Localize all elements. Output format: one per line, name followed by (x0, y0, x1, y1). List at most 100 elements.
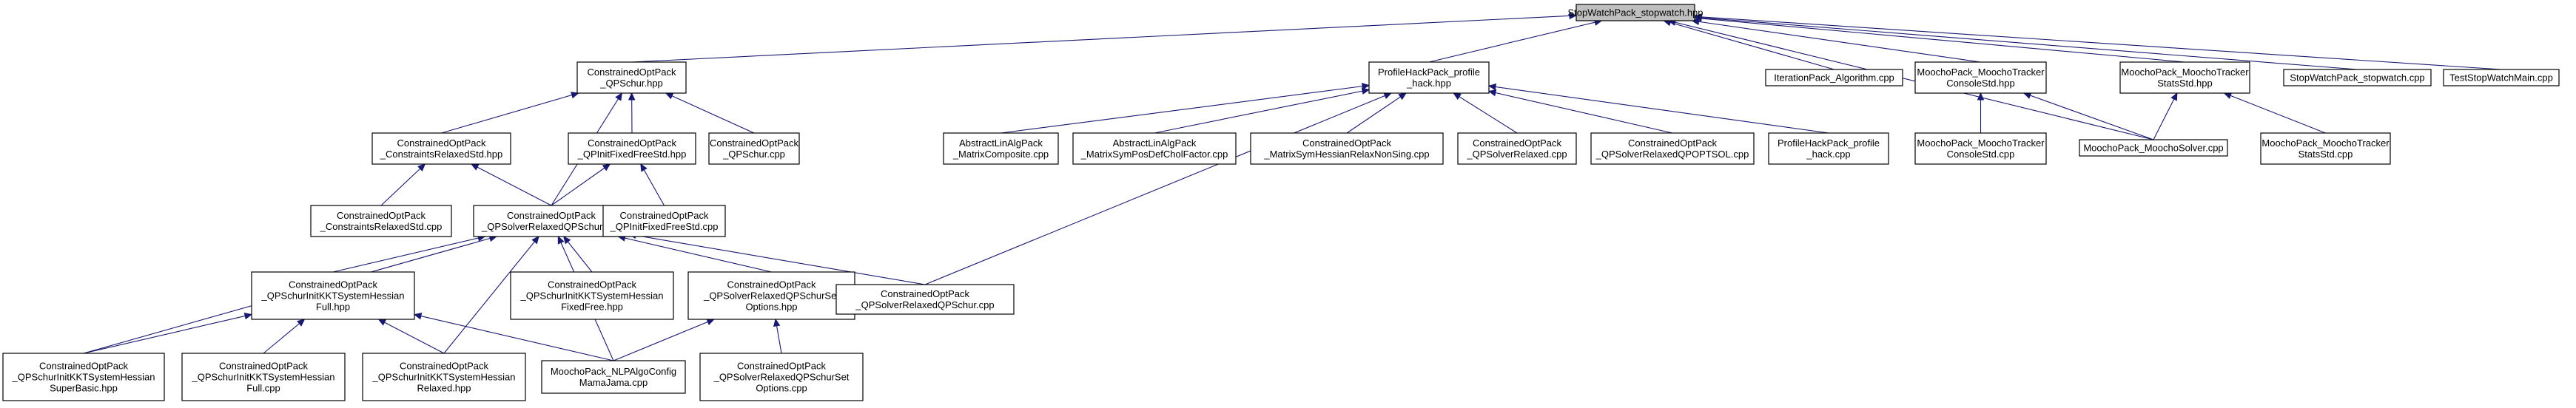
node-label: _hack.hpp (1406, 78, 1451, 89)
edge-kkt_relaxed_hpp-to-qpsolver_relaxed_qpschur_hpp (443, 236, 539, 354)
node-moocho_solver_cpp[interactable]: MoochoPack_MoochoSolver.cpp (2079, 139, 2228, 157)
node-label: _QPSchurInitKKTSystemHessian (12, 372, 155, 383)
node-box (2260, 132, 2391, 165)
arrowhead-qpinit_fixed_cpp-to-qpinit_fixed_hpp (640, 163, 648, 172)
node-box (576, 61, 687, 94)
node-label: _QPSolverRelaxedQPSchurSet (713, 372, 850, 383)
node-label: ProfileHackPack_profile (1378, 67, 1480, 78)
node-constraints_relaxed_cpp[interactable]: ConstrainedOptPack_ConstraintsRelaxedStd… (310, 205, 452, 237)
arrowhead-nlp_algo_config-to-qpsolver_relaxed_qpschur_hpp (557, 235, 565, 245)
node-constraints_relaxed_hpp[interactable]: ConstrainedOptPack_ConstraintsRelaxedStd… (371, 132, 511, 165)
arrowhead-set_options_cpp-to-set_options_hpp (773, 318, 781, 327)
node-label: _MatrixSymPosDefCholFactor.cpp (1080, 149, 1228, 160)
node-label: _ConstraintsRelaxedStd.hpp (380, 149, 503, 160)
node-profile_hack_cpp[interactable]: ProfileHackPack_profile_hack.cpp (1768, 132, 1889, 165)
node-qpinit_fixed_hpp[interactable]: ConstrainedOptPack_QPInitFixedFreeStd.hp… (568, 132, 696, 165)
arrowhead-qpsolver_qpoptsol-to-profile_hack_hpp (1487, 89, 1497, 97)
edge-set_options_hpp-to-qpsolver_relaxed_qpschur_hpp (618, 236, 772, 273)
node-label: _QPSchurInitKKTSystemHessian (261, 290, 405, 302)
node-qpinit_fixed_cpp[interactable]: ConstrainedOptPack_QPInitFixedFreeStd.cp… (602, 205, 726, 237)
node-label: StatsStd.cpp (2298, 149, 2353, 160)
edge-moocho_solver_cpp-to-root (1668, 20, 2154, 140)
node-label: ProfileHackPack_profile (1778, 137, 1880, 149)
node-qpschur_hpp[interactable]: ConstrainedOptPack_QPSchur.hpp (576, 61, 687, 94)
node-label: MoochoPack_NLPAlgoConfig (551, 366, 676, 377)
node-label: ConstrainedOptPack (588, 67, 676, 78)
node-stopwatch_cpp[interactable]: StopWatchPack_stopwatch.cpp (2283, 69, 2432, 86)
node-label: ConstrainedOptPack (397, 137, 486, 149)
arrowhead-kkt_superbasic_hpp-to-kkt_full_hpp (243, 312, 253, 320)
node-label: AbstractLinAlgPack (1113, 137, 1197, 149)
node-kkt_superbasic_hpp[interactable]: ConstrainedOptPack_QPSchurInitKKTSystemH… (2, 353, 165, 401)
arrowhead-qpsolver_relaxed_qpschur_cpp-to-profile_hack_hpp (1383, 92, 1393, 100)
node-qpsolver_relaxed_qpschur_cpp[interactable]: ConstrainedOptPack_QPSolverRelaxedQPSchu… (835, 284, 1015, 315)
edge-qpsolver_qpoptsol-to-profile_hack_hpp (1488, 90, 1673, 134)
edge-constraints_relaxed_cpp-to-constraints_relaxed_hpp (380, 163, 426, 206)
node-abstract_composite[interactable]: AbstractLinAlgPack_MatrixComposite.cpp (943, 132, 1059, 165)
node-abstract_chol[interactable]: AbstractLinAlgPack_MatrixSymPosDefCholFa… (1072, 132, 1237, 165)
node-label: MoochoPack_MoochoTracker (1917, 137, 2045, 149)
node-set_options_hpp[interactable]: ConstrainedOptPack_QPSolverRelaxedQPSchu… (687, 271, 855, 320)
node-label: ConstrainedOptPack (1473, 137, 1561, 149)
node-box (2119, 61, 2250, 94)
node-box (1072, 132, 1237, 165)
node-box (602, 205, 726, 237)
node-label: SuperBasic.hpp (50, 383, 118, 394)
edge-moocho_stats_cpp-to-moocho_stats_hpp (2224, 92, 2326, 134)
node-box (1914, 61, 2047, 94)
arrowhead-moocho_console_cpp-to-moocho_console_hpp (1977, 92, 1985, 101)
node-kkt_full_cpp[interactable]: ConstrainedOptPack_QPSchurInitKKTSystemH… (181, 353, 346, 401)
edge-moocho_solver_cpp-to-moocho_stats_hpp (2153, 92, 2178, 140)
node-box (362, 353, 526, 401)
node-box (568, 132, 696, 165)
node-label: ConstrainedOptPack (727, 279, 816, 290)
node-label: _QPSchurInitKKTSystemHessian (372, 372, 516, 383)
arrowhead-kkt_full_cpp-to-kkt_full_hpp (297, 319, 306, 327)
node-label: TestStopWatchMain.cpp (2449, 72, 2553, 84)
node-qpsolver_qpoptsol[interactable]: ConstrainedOptPack_QPSolverRelaxedQPOPTS… (1590, 132, 1755, 165)
arrowhead-qpsolver_relaxed_qpschur_hpp-to-constraints_relaxed_hpp (470, 163, 480, 171)
edge-test_stopwatch-to-root (1694, 16, 2502, 70)
arrowhead-nlp_algo_config-to-kkt_full_hpp (413, 313, 423, 320)
node-label: AbstractLinAlgPack (959, 137, 1043, 149)
node-label: _MatrixSymHessianRelaxNonSing.cpp (1263, 149, 1429, 160)
node-label: _MatrixComposite.cpp (952, 149, 1049, 160)
arrowhead-kkt_relaxed_hpp-to-kkt_full_hpp (377, 319, 387, 326)
node-set_options_cpp[interactable]: ConstrainedOptPack_QPSolverRelaxedQPSchu… (699, 353, 864, 401)
arrowhead-test_stopwatch-to-root (1693, 13, 1702, 21)
node-label: _QPSchurInitKKTSystemHessian (520, 290, 664, 302)
node-label: MoochoPack_MoochoTracker (1917, 67, 2045, 78)
node-test_stopwatch[interactable]: TestStopWatchMain.cpp (2443, 69, 2560, 86)
node-label: FixedFree.hpp (561, 302, 623, 313)
node-label: ConstrainedOptPack (219, 361, 308, 372)
node-qpschur_cpp[interactable]: ConstrainedOptPack_QPSchur.cpp (708, 132, 800, 165)
arrowhead-constraints_relaxed_hpp-to-qpschur_hpp (571, 92, 579, 99)
node-box (943, 132, 1059, 165)
node-label: Options.cpp (756, 383, 807, 394)
node-profile_hack_hpp[interactable]: ProfileHackPack_profile_hack.hpp (1368, 61, 1490, 94)
node-kkt_fixedfree_hpp[interactable]: ConstrainedOptPack_QPSchurInitKKTSystemH… (510, 271, 674, 320)
edge-profile_hack_hpp-to-root (1428, 20, 1602, 63)
edge-qpschur_cpp-to-qpschur_hpp (665, 92, 755, 134)
node-root[interactable]: StopWatchPack_stopwatch.hpp (1567, 4, 1704, 21)
node-label: ConsoleStd.hpp (1946, 78, 2015, 89)
node-kkt_relaxed_hpp[interactable]: ConstrainedOptPack_QPSchurInitKKTSystemH… (362, 353, 526, 401)
node-label: ConstrainedOptPack (881, 288, 969, 299)
node-iteration_algo[interactable]: IterationPack_Algorithm.cpp (1765, 69, 1903, 86)
node-label: ConsoleStd.cpp (1947, 149, 2015, 160)
node-kkt_full_hpp[interactable]: ConstrainedOptPack_QPSchurInitKKTSystemH… (251, 271, 415, 320)
node-label: _QPSolverRelaxedQPSchur.cpp (855, 299, 994, 310)
arrowhead-qpsolver_relaxed_qpschur_hpp-to-qpinit_fixed_hpp (602, 163, 611, 171)
node-qpsolver_relaxed_cpp[interactable]: ConstrainedOptPack_QPSolverRelaxed.cpp (1457, 132, 1577, 165)
node-box (1765, 69, 1903, 86)
node-label: ConstrainedOptPack (548, 279, 636, 290)
node-label: _ConstraintsRelaxedStd.cpp (320, 221, 443, 232)
node-matrix_sym_hessian[interactable]: ConstrainedOptPack_MatrixSymHessianRelax… (1250, 132, 1444, 165)
arrowhead-qpinit_fixed_hpp-to-qpschur_hpp (628, 92, 636, 101)
node-box (2443, 69, 2560, 86)
